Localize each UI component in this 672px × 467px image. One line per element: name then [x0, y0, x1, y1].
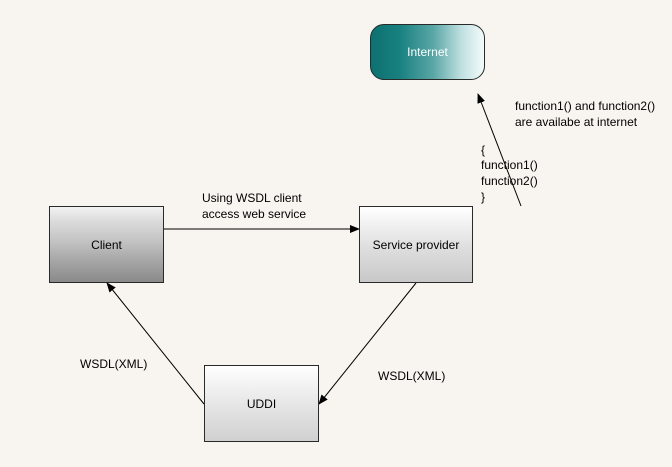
- service-provider-label: Service provider: [372, 237, 460, 252]
- arrow-provider-to-uddi: [318, 282, 417, 405]
- client-label: Client: [91, 237, 122, 252]
- client-node: Client: [49, 206, 164, 283]
- client-provider-edge-label-line-1: Using WSDL client: [202, 191, 302, 205]
- internet-edge-label-line-2: are availabe at internet: [515, 115, 638, 129]
- internet-edge-label-line-1: function1() and function2(): [515, 99, 656, 113]
- provider-uddi-edge-label: WSDL(XML): [378, 369, 446, 383]
- uddi-node: UDDI: [204, 365, 319, 442]
- code-block-function1: function1(): [481, 158, 538, 172]
- uddi-client-edge-label: WSDL(XML): [80, 357, 148, 371]
- internet-label: Internet: [407, 45, 448, 59]
- code-block-function2: function2(): [481, 174, 538, 188]
- code-block-close-brace: }: [481, 190, 486, 204]
- service-provider-node: Service provider: [359, 206, 473, 283]
- code-block-open-brace: {: [481, 143, 486, 157]
- client-provider-edge-label-line-2: access web service: [202, 207, 307, 221]
- uddi-label: UDDI: [246, 396, 277, 411]
- internet-node: Internet: [370, 24, 485, 80]
- arrow-uddi-to-client: [106, 282, 205, 405]
- arrow-provider-to-internet: [477, 93, 522, 207]
